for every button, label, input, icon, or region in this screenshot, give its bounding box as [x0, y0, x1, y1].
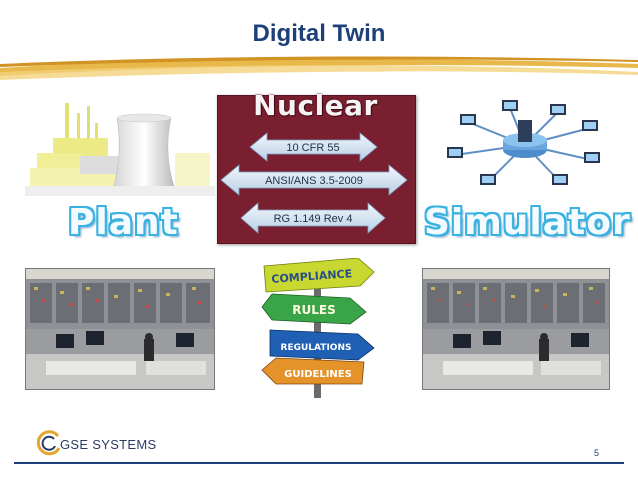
- arrow-10cfr55: 10 CFR 55: [249, 132, 378, 162]
- sign-rules-label: RULES: [292, 303, 335, 317]
- sign-rules: RULES: [261, 293, 367, 325]
- sign-compliance: COMPLIANCE: [263, 258, 375, 293]
- arrow-label-2: ANSI/ANS 3.5-2009: [265, 175, 363, 187]
- simulator-label: Simulator: [424, 202, 631, 243]
- plant-control-room-photo: [25, 268, 215, 390]
- network-illustration: [447, 100, 600, 185]
- sign-compliance-label: COMPLIANCE: [271, 267, 353, 286]
- arrow-rg1149: RG 1.149 Rev 4: [240, 202, 386, 234]
- gse-logo-icon: [36, 430, 61, 456]
- arrow-ansi: ANSI/ANS 3.5-2009: [220, 164, 408, 196]
- slide-title: Digital Twin: [252, 20, 386, 47]
- power-plant-illustration: [25, 103, 215, 196]
- compliance-signpost: COMPLIANCE RULES REGULATIONS GUIDELINES: [261, 258, 375, 398]
- sign-regulations-label: REGULATIONS: [281, 343, 352, 353]
- gold-swoosh-divider: [0, 56, 638, 80]
- plant-label: Plant: [68, 202, 179, 243]
- sign-guidelines: GUIDELINES: [261, 357, 365, 385]
- page-number: 5: [594, 448, 600, 458]
- nuclear-heading: Nuclear: [253, 89, 378, 122]
- arrow-label-1: 10 CFR 55: [286, 142, 339, 154]
- gse-logo-text: GSE SYSTEMS: [60, 437, 157, 452]
- nuclear-arrows: 10 CFR 55 ANSI/ANS 3.5-2009 RG 1.149 Rev…: [220, 132, 408, 234]
- simulator-control-room-photo: [422, 268, 610, 390]
- footer-rule: [14, 462, 624, 464]
- sign-guidelines-label: GUIDELINES: [284, 369, 352, 380]
- sign-regulations: REGULATIONS: [269, 329, 375, 361]
- arrow-label-3: RG 1.149 Rev 4: [274, 213, 353, 225]
